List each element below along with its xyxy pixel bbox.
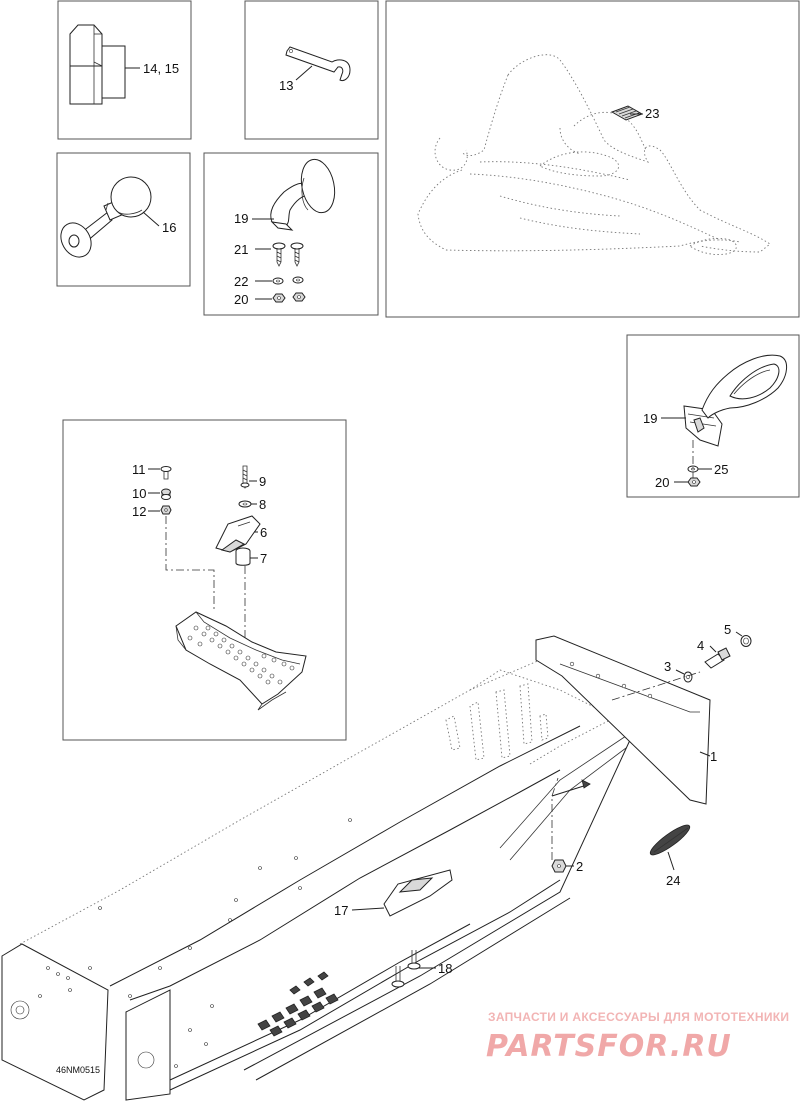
label-13: 13 [279, 78, 293, 93]
bushing-7 [235, 547, 251, 566]
label-5: 5 [724, 622, 731, 637]
label-10: 10 [132, 486, 146, 501]
label-17: 17 [334, 903, 348, 918]
label-19b: 19 [643, 411, 657, 426]
label-14-15: 14, 15 [143, 61, 179, 76]
leader-13 [295, 65, 313, 81]
inset-frame-windshield [385, 0, 800, 318]
screw-11 [160, 466, 172, 480]
leader-17 [351, 907, 385, 911]
inset-frame-wrench [244, 0, 379, 140]
leader-1 [699, 751, 711, 757]
drawing-code: 46NM0515 [56, 1065, 100, 1075]
washer-22 [272, 276, 304, 285]
screw-21 [272, 242, 304, 267]
screws-18 [391, 950, 421, 988]
label-8: 8 [259, 497, 266, 512]
label-24: 24 [666, 873, 680, 888]
leader-4 [709, 645, 717, 653]
inset-frame-mirror [203, 152, 379, 316]
label-12: 12 [132, 504, 146, 519]
nut-20b [687, 477, 701, 487]
label-18: 18 [438, 961, 452, 976]
label-23: 23 [645, 106, 659, 121]
washer-8 [238, 500, 252, 508]
horn-part [60, 176, 152, 258]
label-6: 6 [260, 525, 267, 540]
arrowhead-flap [581, 779, 591, 789]
label-19a: 19 [234, 211, 248, 226]
windshield-phantom [417, 54, 771, 255]
leader-3 [675, 669, 685, 675]
label-20b: 20 [655, 475, 669, 490]
label-20a: 20 [234, 292, 248, 307]
label-1: 1 [710, 749, 717, 764]
leader-14-15 [102, 45, 140, 99]
leader-16 [142, 211, 160, 227]
decal-23 [610, 105, 644, 121]
spacer-10 [161, 488, 171, 500]
tunnel [1, 659, 633, 1101]
label-11: 11 [132, 462, 146, 477]
axis-flap-bolt [611, 671, 701, 701]
watermark-tagline: ЗАПЧАСТИ И АКСЕССУАРЫ ДЛЯ МОТОТЕХНИКИ [488, 1010, 789, 1024]
bracket-6 [215, 515, 261, 553]
nut-20 [272, 292, 306, 303]
label-7: 7 [260, 551, 267, 566]
wrench-part [285, 46, 351, 81]
mirror-alt-part [683, 354, 787, 447]
label-9: 9 [259, 474, 266, 489]
label-3: 3 [664, 659, 671, 674]
mirror-part [270, 158, 336, 231]
label-21: 21 [234, 242, 248, 257]
label-2: 2 [576, 859, 583, 874]
label-16: 16 [162, 220, 176, 235]
plate-17 [383, 869, 453, 917]
nut-12 [160, 505, 172, 515]
axis-footrest-left [165, 516, 215, 612]
axis-flap-nut [551, 777, 559, 860]
leader-24 [667, 851, 675, 871]
screw-9 [240, 465, 250, 489]
label-4: 4 [697, 638, 704, 653]
watermark-brand: PARTSFOR.RU [486, 1029, 732, 1064]
leader-5 [735, 631, 743, 637]
label-22: 22 [234, 274, 248, 289]
inset-frame-mirror-alt [626, 334, 800, 498]
snowflap [535, 635, 711, 805]
reflector-24 [649, 824, 691, 856]
label-25: 25 [714, 462, 728, 477]
reflector-part [69, 24, 103, 105]
inset-frame-reflectors [57, 0, 192, 140]
nut-2 [551, 859, 567, 873]
bolt-4 [704, 647, 731, 669]
washer-5 [740, 635, 752, 647]
footrest-grid [175, 611, 307, 711]
inset-frame-footrest [62, 419, 347, 741]
inset-frame-horn [56, 152, 191, 287]
